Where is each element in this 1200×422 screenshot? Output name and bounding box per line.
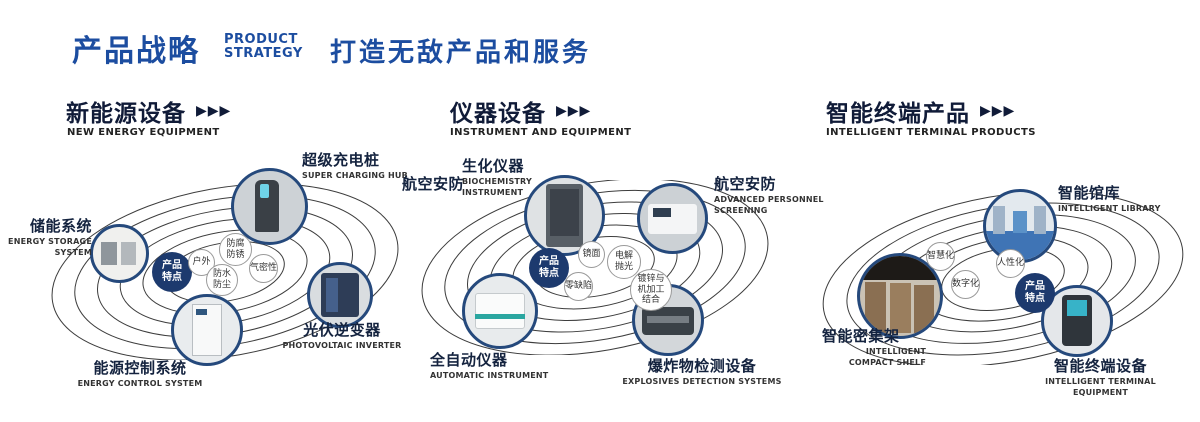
product-image-super-charging-hub	[231, 168, 308, 245]
section-title: 智能终端产品	[826, 101, 970, 127]
product-image-terminal-equipment	[1041, 285, 1113, 357]
product-image-energy-control	[171, 294, 243, 366]
product-label-intelligent-library: 智能馆库 INTELLIGENT LIBRARY	[1058, 184, 1161, 214]
product-features-badge: 产品特点	[529, 248, 569, 288]
feature-bubble: 电解抛光	[607, 245, 641, 279]
slogan: 打造无敌产品和服务	[330, 38, 592, 68]
product-image-pv-inverter	[307, 262, 373, 328]
page-title: 产品战略	[72, 34, 200, 69]
feature-bubble: 智慧化	[926, 242, 955, 271]
chevron-arrows-icon: ▶▶▶	[196, 103, 232, 119]
product-label-automatic-instrument: 全自动仪器 AUTOMATIC INSTRUMENT	[430, 351, 549, 381]
product-label-pv-inverter: 光伏逆变器 PHOTOVOLTAIC INVERTER	[282, 321, 402, 351]
feature-bubble: 零缺陷	[564, 272, 593, 301]
product-label-energy-control: 能源控制系统 ENERGY CONTROL SYSTEM	[77, 359, 203, 389]
product-image-personnel-screening	[637, 183, 708, 254]
feature-bubble: 气密性	[249, 254, 278, 283]
feature-bubble: 镀锌与机加工结合	[630, 269, 672, 311]
product-image-automatic-instrument	[462, 273, 538, 349]
product-label-biochemistry-instrument: 生化仪器 BIOCHEMISTRY INSTRUMENT	[462, 157, 532, 197]
page-title-en-line1: PRODUCT	[224, 32, 298, 47]
section-title: 新能源设备	[66, 101, 186, 127]
page-title-en: PRODUCT STRATEGY	[224, 33, 303, 60]
product-label-super-charging-hub: 超级充电桩 SUPER CHARGING HUB	[302, 151, 408, 181]
feature-bubble: 防腐防锈	[219, 233, 252, 266]
section-subtitle: INSTRUMENT AND EQUIPMENT	[450, 127, 632, 138]
product-image-compact-shelf	[857, 253, 943, 339]
product-image-energy-storage	[90, 224, 149, 283]
product-label-energy-storage: 储能系统 ENERGY STORAGE SYSTEM	[8, 217, 92, 257]
product-label-explosives-detection: 爆炸物检测设备 EXPLOSIVES DETECTION SYSTEMS	[622, 357, 782, 387]
section-header-new-energy: 新能源设备 ▶▶▶	[66, 94, 231, 128]
section-header-intelligent-terminal: 智能终端产品 ▶▶▶	[826, 94, 1015, 128]
chevron-arrows-icon: ▶▶▶	[980, 103, 1016, 119]
feature-bubble: 镜面	[578, 241, 605, 268]
product-features-badge: 产品特点	[1015, 273, 1055, 313]
section-header-instruments: 仪器设备 ▶▶▶	[450, 94, 591, 128]
product-label-compact-shelf: 智能密集架 INTELLIGENT COMPACT SHELF	[822, 327, 926, 367]
feature-bubble: 数字化	[951, 270, 980, 299]
label-aviation-security: 航空安防	[402, 175, 465, 193]
feature-bubble: 防水防尘	[206, 264, 238, 296]
section-title: 仪器设备	[450, 101, 546, 127]
section-subtitle: INTELLIGENT TERMINAL PRODUCTS	[826, 127, 1036, 138]
product-label-terminal-equipment: 智能终端设备 INTELLIGENT TERMINAL EQUIPMENT	[1045, 357, 1156, 397]
chevron-arrows-icon: ▶▶▶	[556, 103, 592, 119]
section-subtitle: NEW ENERGY EQUIPMENT	[67, 127, 220, 138]
page-title-en-line2: STRATEGY	[224, 45, 303, 61]
product-label-personnel-screening: 航空安防 ADVANCED PERSONNEL SCREENING	[714, 175, 824, 215]
feature-bubble: 人性化	[996, 249, 1025, 278]
product-features-badge: 产品特点	[152, 252, 192, 292]
